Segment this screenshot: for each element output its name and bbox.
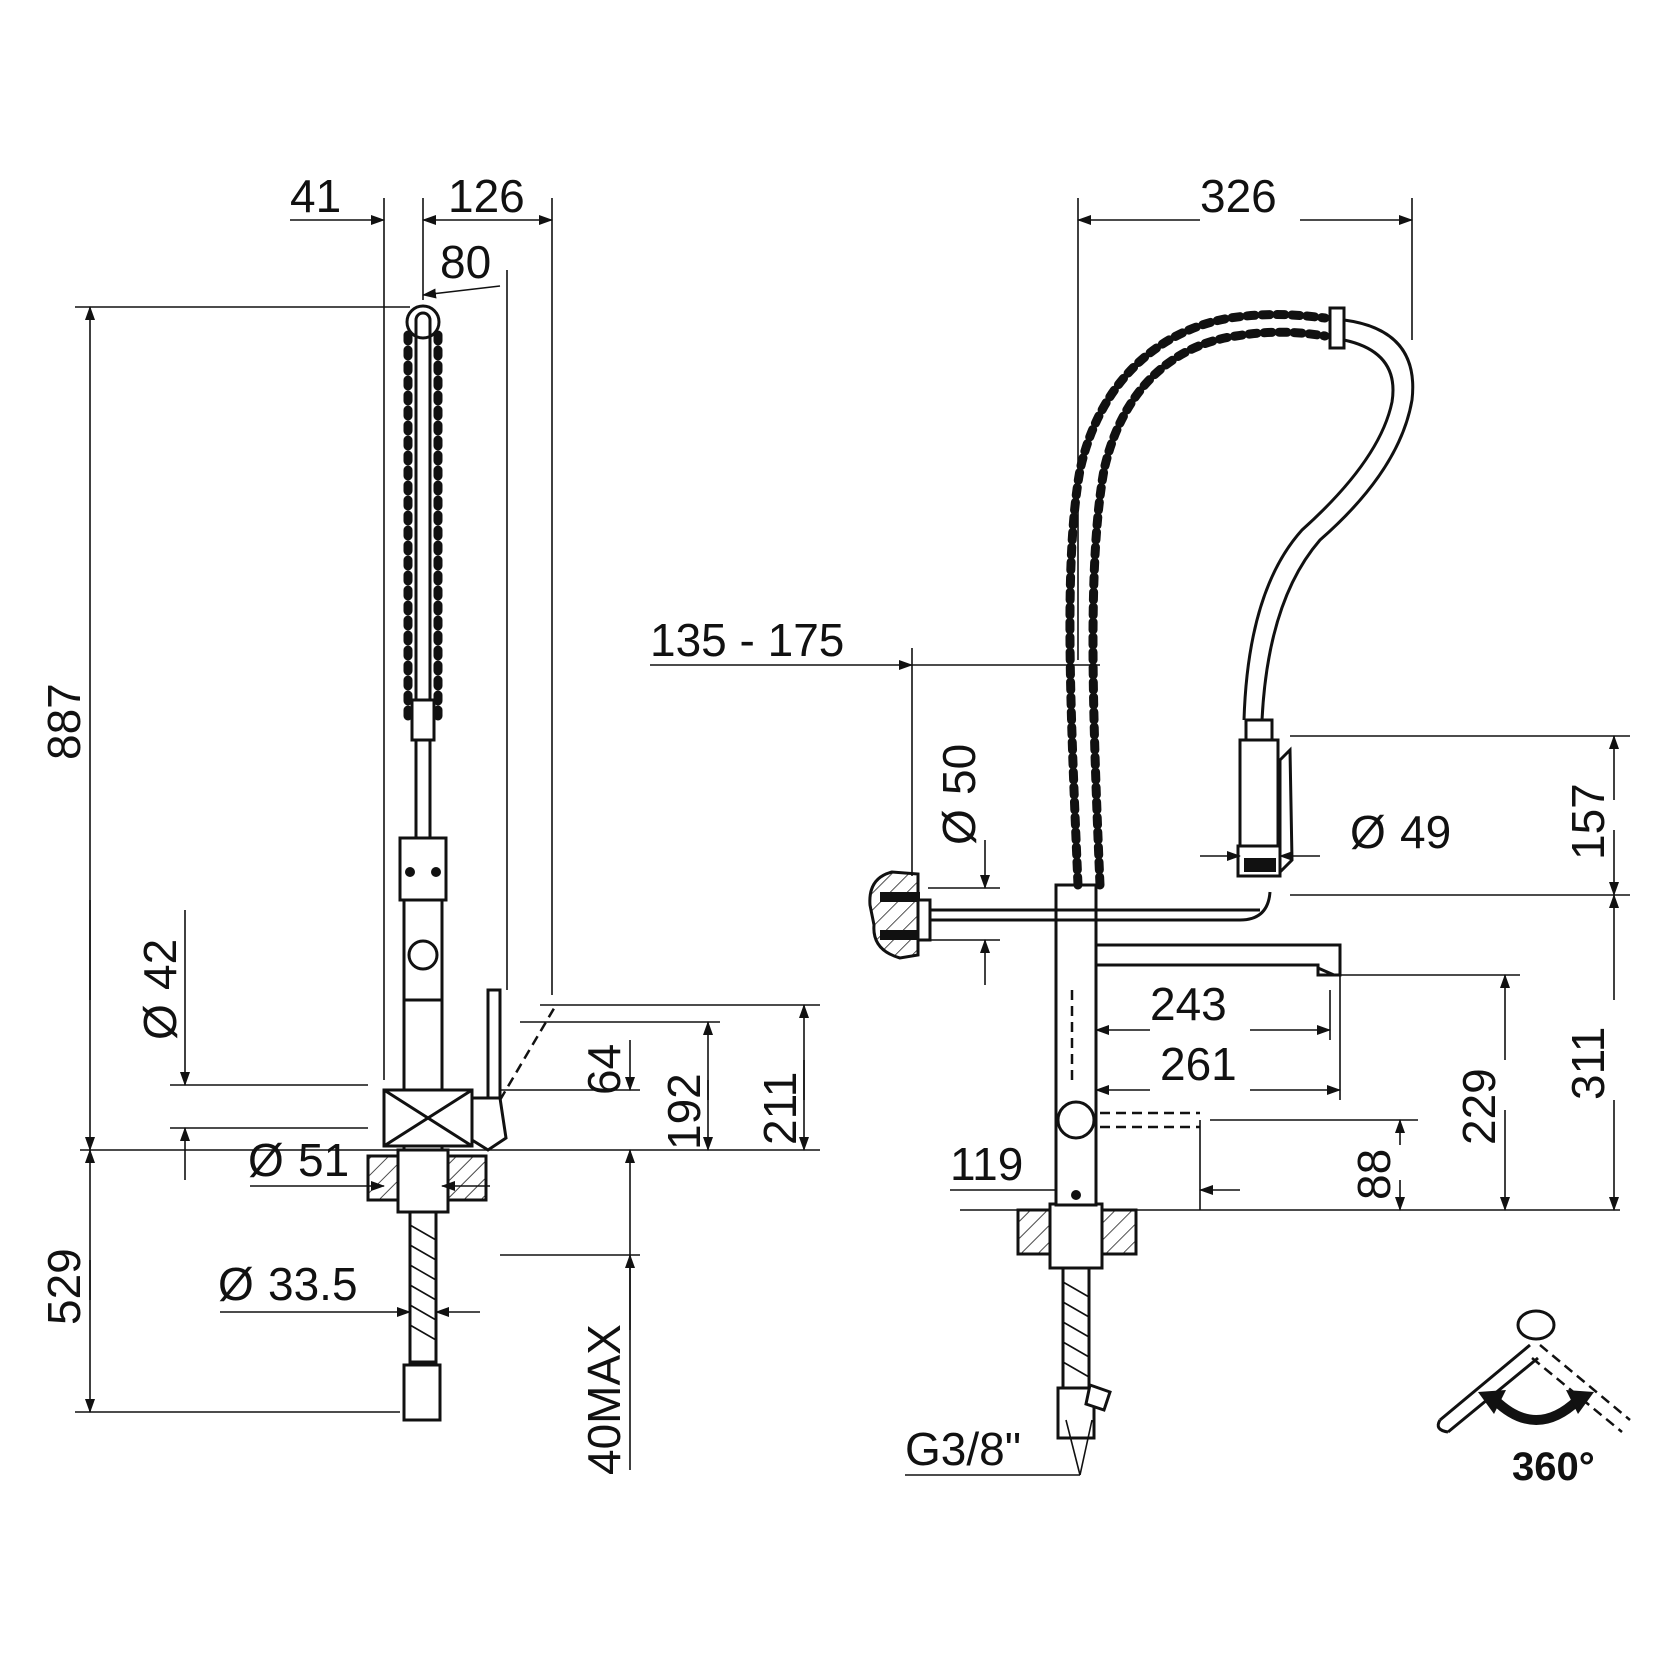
front-view: 326 135 - 175 Ø 50 Ø 49 157 311	[650, 170, 1631, 1489]
front-wall-bracket	[868, 870, 920, 960]
front-dia-50-symbol: Ø	[933, 809, 985, 845]
side-hose-fitting	[402, 1363, 442, 1422]
side-top-loop	[405, 304, 441, 340]
dim-887: 887	[38, 683, 90, 760]
side-lever	[486, 988, 502, 1102]
front-mount-nut	[1048, 1202, 1104, 1270]
dim-dia-42: 42	[134, 939, 186, 990]
dim-326: 326	[1200, 170, 1277, 222]
dim-135-175: 135 - 175	[650, 614, 844, 666]
dim-41: 41	[290, 170, 341, 222]
dim-dia-33-5: 33.5	[268, 1258, 358, 1310]
side-coil-spring	[403, 330, 443, 725]
dim-dia-51: 51	[298, 1134, 349, 1186]
front-spray-head	[1238, 738, 1280, 848]
side-lever-base	[470, 1096, 508, 1152]
dim-157: 157	[1562, 783, 1614, 860]
front-hose-braid	[1062, 1281, 1090, 1378]
dim-229: 229	[1453, 1068, 1505, 1145]
front-spout	[1094, 943, 1342, 977]
label-thread: G3/8"	[905, 1423, 1021, 1475]
rotation-symbol	[1436, 1309, 1631, 1434]
side-hose-clamp	[410, 698, 436, 742]
dim-dia-50: 50	[933, 744, 985, 795]
side-hose-braid	[409, 1224, 437, 1341]
dim-64: 64	[578, 1044, 630, 1095]
dim-192: 192	[658, 1073, 710, 1150]
label-rotation: 360°	[1512, 1445, 1595, 1489]
dim-311: 311	[1562, 1027, 1614, 1100]
front-spray-collar	[1244, 718, 1274, 742]
dim-dia-49: 49	[1400, 806, 1451, 858]
dim-261: 261	[1160, 1038, 1237, 1090]
side-column-hole	[407, 939, 439, 971]
dim-40max: 40MAX	[578, 1324, 630, 1475]
dim-88: 88	[1348, 1149, 1400, 1200]
dim-126: 126	[448, 170, 525, 222]
side-dia-33-5-symbol: Ø	[218, 1258, 254, 1310]
side-dia-42-symbol: Ø	[134, 1004, 186, 1040]
side-dia-51-symbol: Ø	[248, 1134, 284, 1186]
dim-243: 243	[1150, 978, 1227, 1030]
front-dia-49-symbol: Ø	[1350, 806, 1386, 858]
dim-529: 529	[38, 1248, 90, 1325]
front-column	[1054, 883, 1098, 1207]
dim-80: 80	[440, 236, 491, 288]
side-view: 41 126 80 887 529 Ø 42 Ø 51 Ø 33.5	[38, 170, 820, 1475]
dim-119: 119	[950, 1138, 1023, 1190]
front-hose-outer	[1260, 318, 1415, 721]
dim-211: 211	[754, 1072, 806, 1145]
side-mixer-x	[383, 1088, 473, 1148]
front-hose-inner	[1242, 338, 1395, 721]
front-mixer-knob	[1056, 1100, 1096, 1140]
front-coil-spring	[1065, 310, 1330, 890]
side-mount-nut	[396, 1148, 450, 1214]
side-lever-swing-dashed	[498, 1004, 558, 1101]
